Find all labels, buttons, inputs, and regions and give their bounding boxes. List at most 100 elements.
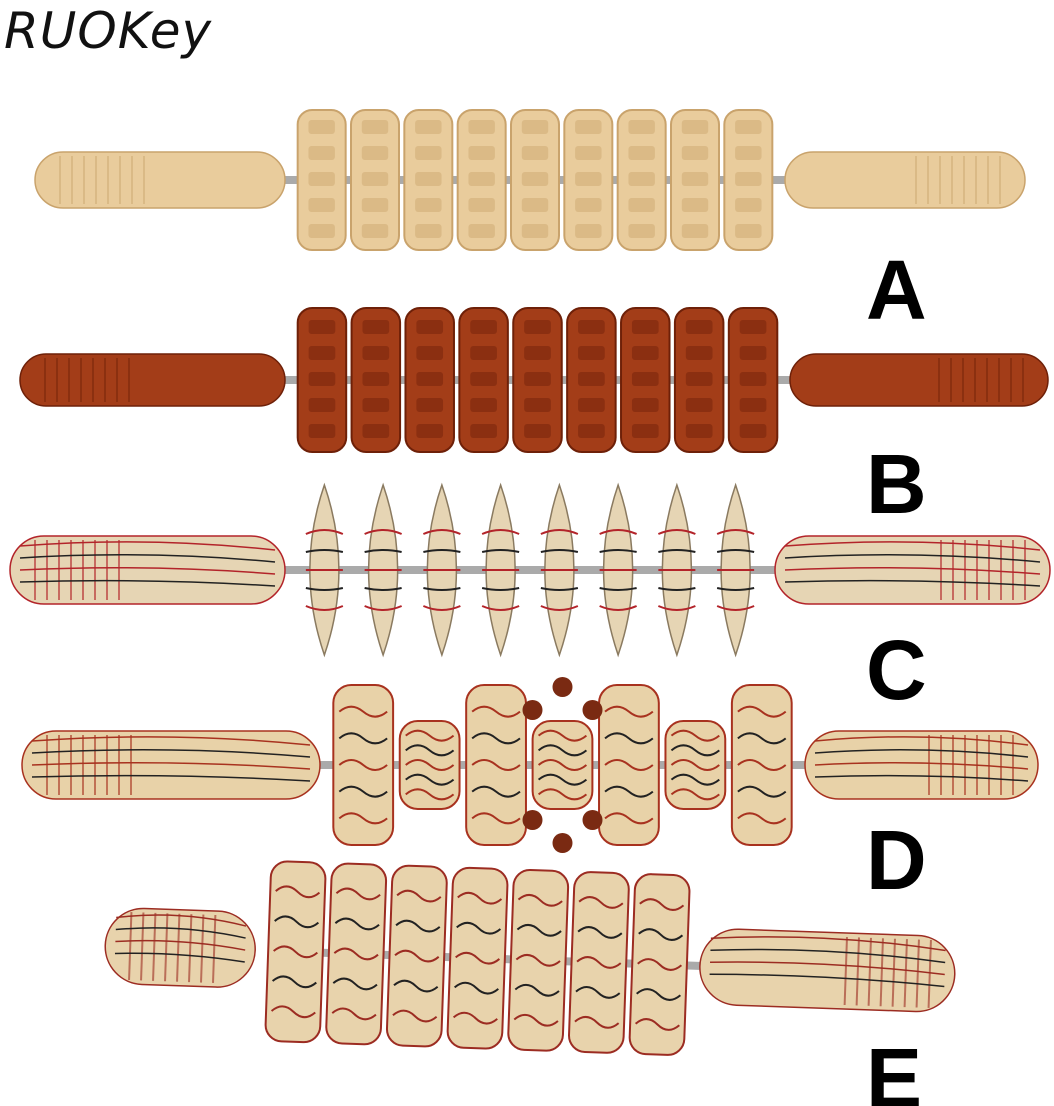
wheel bbox=[350, 109, 400, 251]
wheel-tooth bbox=[685, 398, 713, 412]
wheel-tooth bbox=[524, 346, 551, 360]
wheel-tooth bbox=[521, 120, 549, 134]
wheel-stripe bbox=[335, 887, 381, 901]
wheel-tooth bbox=[735, 120, 762, 134]
wheel-tooth bbox=[415, 120, 442, 134]
wheel-stripe bbox=[457, 891, 503, 905]
wheel-stripe bbox=[405, 773, 455, 786]
wheel-stripe bbox=[537, 744, 588, 757]
wheel-stripe bbox=[274, 915, 320, 929]
wheel-stripe bbox=[422, 605, 461, 611]
wheel-tooth bbox=[362, 424, 390, 438]
wheel-tooth bbox=[575, 172, 602, 186]
wood-stripe bbox=[114, 952, 245, 963]
wheel-tooth bbox=[468, 198, 495, 212]
wheel bbox=[456, 109, 507, 251]
brand-logo: RUOKey bbox=[4, 2, 213, 60]
wood-stripe bbox=[814, 749, 1029, 758]
wheel-stripe bbox=[364, 587, 402, 591]
wheel-stripe bbox=[332, 977, 378, 991]
handle bbox=[789, 353, 1049, 407]
wheel-stripe bbox=[670, 788, 720, 801]
wheel-tooth bbox=[735, 224, 762, 238]
wheel-stripe bbox=[515, 953, 561, 967]
wheel-stripe bbox=[338, 759, 388, 771]
wheel-tooth bbox=[308, 372, 336, 386]
roller-d bbox=[21, 677, 1039, 853]
wheel bbox=[350, 307, 402, 453]
wheel-tooth bbox=[308, 172, 335, 186]
wheel-stripe bbox=[634, 1018, 680, 1031]
handle-groove bbox=[164, 913, 169, 982]
wheel-stripe bbox=[540, 605, 579, 611]
wheel-tooth bbox=[739, 320, 767, 334]
wheel-tooth bbox=[521, 224, 549, 238]
label-e: E bbox=[866, 1031, 923, 1106]
wheel-stripe bbox=[578, 896, 624, 909]
wheel-tooth bbox=[681, 198, 709, 212]
wheel-tooth bbox=[628, 120, 655, 134]
wood-stripe bbox=[784, 541, 1041, 551]
wheel-stripe bbox=[471, 759, 521, 771]
wheel-tooth bbox=[415, 224, 442, 238]
massage-bead bbox=[522, 700, 543, 720]
wheel-stripe bbox=[455, 951, 501, 965]
massage-bead bbox=[552, 677, 573, 697]
wheel-stripe bbox=[604, 705, 654, 718]
wheel-stripe bbox=[575, 986, 621, 999]
roller-b bbox=[19, 307, 1049, 453]
wheel-stripe bbox=[540, 549, 579, 553]
handle bbox=[774, 535, 1051, 605]
wheel-stripe bbox=[456, 921, 502, 935]
wheel-stripe bbox=[670, 744, 720, 757]
wheel-stripe bbox=[331, 1007, 377, 1021]
wheel-tooth bbox=[468, 224, 495, 238]
wheel bbox=[673, 307, 725, 453]
wheel-tooth bbox=[521, 146, 549, 160]
wheel-stripe bbox=[537, 773, 588, 786]
massage-bead bbox=[582, 810, 603, 830]
wheel-tooth bbox=[575, 120, 602, 134]
massage-bead bbox=[582, 700, 603, 720]
handle bbox=[34, 151, 286, 209]
wood-stripe bbox=[19, 579, 276, 587]
wheel-tooth bbox=[739, 398, 767, 412]
wheel-tooth bbox=[735, 172, 762, 186]
wheel-stripe bbox=[452, 1011, 498, 1025]
wheel-stripe bbox=[670, 759, 720, 771]
wheel-stripe bbox=[338, 812, 388, 825]
label-a: A bbox=[866, 243, 927, 337]
wheel-tooth bbox=[739, 372, 767, 386]
handle-groove bbox=[152, 912, 157, 981]
wheel-stripe bbox=[334, 917, 380, 931]
wheel bbox=[512, 307, 563, 453]
wheel-stripe bbox=[737, 812, 787, 825]
wood-stripe bbox=[814, 774, 1029, 782]
handle-groove bbox=[200, 914, 205, 983]
wheel-stripe bbox=[716, 529, 755, 535]
handle-groove bbox=[188, 914, 193, 983]
wheel-tooth bbox=[521, 172, 549, 186]
wood-stripe bbox=[784, 579, 1041, 587]
wheel-stripe bbox=[670, 729, 720, 742]
wheel-stripe bbox=[604, 732, 654, 745]
wheel-tooth bbox=[631, 398, 659, 412]
wheel-tooth bbox=[575, 198, 602, 212]
handle bbox=[804, 730, 1039, 800]
wheel-tooth bbox=[308, 146, 335, 160]
wheel-stripe bbox=[481, 605, 520, 611]
wheel-tooth bbox=[416, 320, 444, 334]
wheel-tooth bbox=[685, 320, 713, 334]
wheel bbox=[670, 109, 720, 251]
wheel-tooth bbox=[631, 320, 659, 334]
wheel-tooth bbox=[735, 146, 762, 160]
axle bbox=[222, 761, 838, 769]
wheel bbox=[727, 307, 779, 453]
wheel-stripe bbox=[577, 926, 623, 939]
wheel-tooth bbox=[681, 172, 709, 186]
wheel-stripe bbox=[604, 812, 654, 825]
wheel-stripe bbox=[513, 1013, 559, 1027]
wheel-tooth bbox=[362, 372, 390, 386]
wheel-stripe bbox=[737, 759, 787, 771]
